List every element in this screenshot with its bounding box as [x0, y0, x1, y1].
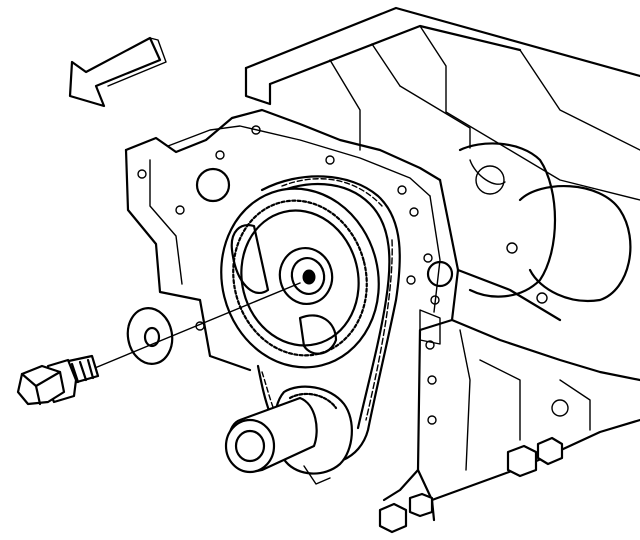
bottom-bolts	[378, 436, 564, 534]
camshaft-sprocket	[220, 187, 380, 369]
direction-arrow	[68, 36, 167, 108]
camshaft-sprocket-bolt	[16, 354, 100, 406]
crankshaft-sprocket	[224, 385, 353, 485]
assembly-alignment-line	[89, 282, 301, 371]
camshaft-retainer-washer	[126, 307, 174, 365]
engine-block	[124, 6, 640, 534]
